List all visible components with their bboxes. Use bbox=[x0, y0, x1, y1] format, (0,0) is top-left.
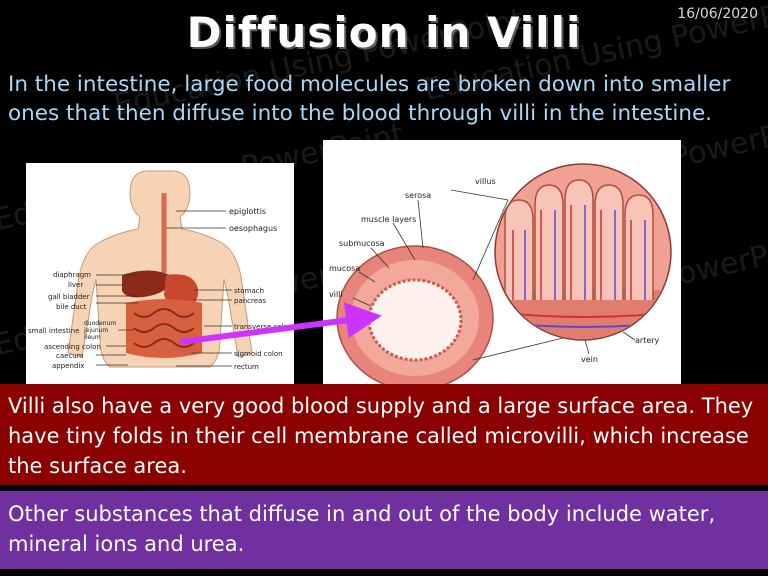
stomach-shape bbox=[164, 274, 199, 307]
label-vein: vein bbox=[581, 355, 598, 364]
label-jejunum: jejunum bbox=[83, 327, 108, 334]
other-substances-box: Other substances that diffuse in and out… bbox=[0, 491, 768, 569]
digestive-system-illustration: epiglottis oesophagus diaphragm liver ga… bbox=[28, 170, 292, 371]
label-gall-bladder: gall bladder bbox=[48, 293, 90, 301]
villi-cross-section-illustration: villus serosa muscle layers submucosa mu… bbox=[329, 163, 672, 385]
label-submucosa: submucosa bbox=[339, 239, 385, 248]
label-small-intestine: small intestine bbox=[28, 327, 79, 335]
label-caecum: caecum bbox=[56, 352, 84, 360]
label-duodenum: duodenum bbox=[84, 320, 116, 327]
digestive-system-diagram: epiglottis oesophagus diaphragm liver ga… bbox=[26, 163, 294, 385]
label-oesophagus: oesophagus bbox=[229, 224, 277, 233]
label-diaphragm: diaphragm bbox=[53, 271, 91, 279]
intestine-shape bbox=[126, 299, 202, 358]
label-epiglottis: epiglottis bbox=[229, 207, 266, 216]
label-mucosa: mucosa bbox=[329, 264, 360, 273]
slide-title: Diffusion in Villi bbox=[186, 8, 582, 57]
label-ileum: ileum bbox=[84, 334, 101, 341]
label-pancreas: pancreas bbox=[234, 297, 266, 305]
label-transverse-colon: transverse colon bbox=[234, 323, 292, 331]
label-muscle-layers: muscle layers bbox=[361, 215, 416, 224]
label-artery: artery bbox=[635, 336, 660, 345]
leader-lines bbox=[96, 210, 232, 367]
label-stomach: stomach bbox=[234, 287, 264, 295]
label-appendix: appendix bbox=[52, 362, 84, 370]
intro-text: In the intestine, large food molecules a… bbox=[8, 72, 731, 126]
villi-fingers bbox=[496, 179, 670, 339]
villi-info-box: Villi also have a very good blood supply… bbox=[0, 384, 768, 485]
liver-shape bbox=[122, 270, 174, 298]
label-liver: liver bbox=[68, 281, 83, 289]
villi-diagram: villus serosa muscle layers submucosa mu… bbox=[323, 140, 681, 385]
label-villi: villi bbox=[329, 290, 343, 299]
villi-info-text: Villi also have a very good blood supply… bbox=[8, 394, 754, 478]
slide-date: 16/06/2020 bbox=[677, 6, 758, 22]
label-ascending-colon: ascending colon bbox=[44, 343, 101, 351]
intestine-lumen bbox=[367, 278, 463, 362]
label-sigmoid-colon: sigmoid colon bbox=[234, 350, 283, 358]
label-serosa: serosa bbox=[405, 191, 431, 200]
label-villus: villus bbox=[475, 177, 496, 186]
other-substances-text: Other substances that diffuse in and out… bbox=[8, 502, 716, 556]
label-rectum: rectum bbox=[234, 363, 259, 371]
label-bile-duct: bile duct bbox=[56, 303, 87, 311]
